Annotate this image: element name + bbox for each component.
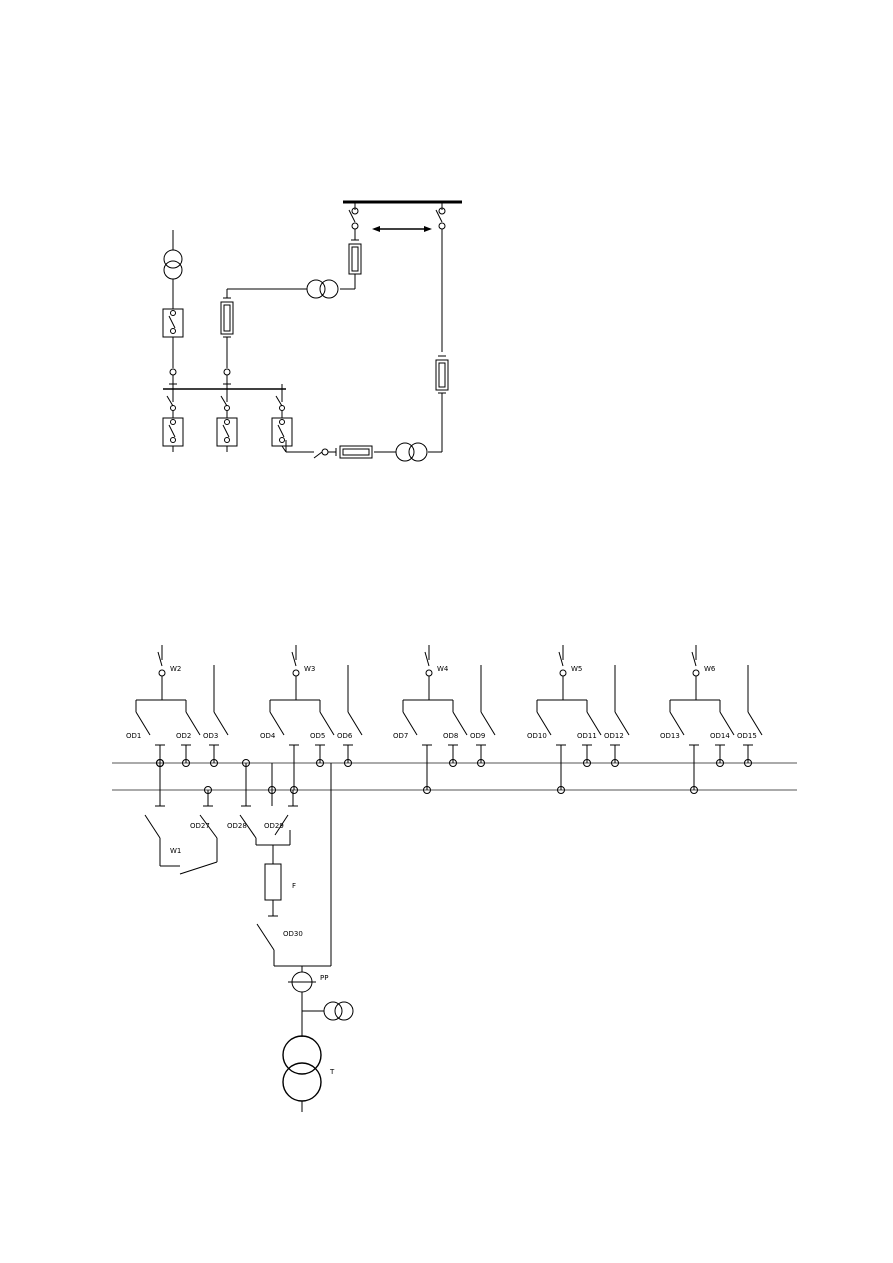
label-switch-2: W3 (304, 665, 315, 673)
fuse-symbol (348, 243, 362, 275)
label-od30: OD30 (283, 930, 303, 938)
label-d1-3: OD7 (393, 732, 408, 740)
label-d3-4: OD12 (604, 732, 624, 740)
label-f: F (292, 882, 296, 890)
label-d1-5: OD13 (660, 732, 680, 740)
outgoing-bay (162, 389, 184, 452)
top-diagram (162, 200, 462, 462)
outgoing-bay (271, 389, 293, 453)
fuse-f (264, 863, 282, 901)
disconnector-symbol (348, 209, 356, 223)
label-od29: OD29 (264, 822, 284, 830)
outgoing-bay (216, 389, 238, 452)
bus-coupler: W1 OD27 OD28 OD29 F (144, 759, 354, 1112)
label-d2-1: OD2 (176, 732, 191, 740)
label-t: T (329, 1068, 335, 1076)
label-pp: PP (320, 974, 328, 982)
label-d1-4: OD10 (527, 732, 547, 740)
label-d2-2: OD5 (310, 732, 325, 740)
label-switch-1: W2 (170, 665, 181, 673)
label-switch-4: W5 (571, 665, 582, 673)
label-switch-3: W4 (437, 665, 449, 673)
label-switch-5: W6 (704, 665, 716, 673)
label-d3-3: OD9 (470, 732, 485, 740)
fuse-symbol (220, 301, 234, 335)
fuse-symbol (339, 445, 373, 459)
label-d2-3: OD8 (443, 732, 458, 740)
label-d3-5: OD15 (737, 732, 757, 740)
transformer-t (282, 1035, 322, 1075)
fuse-symbol (435, 359, 449, 391)
label-d3-1: OD3 (203, 732, 218, 740)
label-w1: W1 (170, 847, 181, 855)
label-d1-2: OD4 (260, 732, 276, 740)
label-d2-4: OD11 (577, 732, 597, 740)
voltage-transformer (323, 1001, 343, 1021)
label-d3-2: OD6 (337, 732, 353, 740)
transformer-symbol (163, 249, 183, 269)
label-od28: OD28 (227, 822, 247, 830)
label-d2-5: OD14 (710, 732, 730, 740)
label-d1-1: OD1 (126, 732, 141, 740)
label-od27: OD27 (190, 822, 210, 830)
